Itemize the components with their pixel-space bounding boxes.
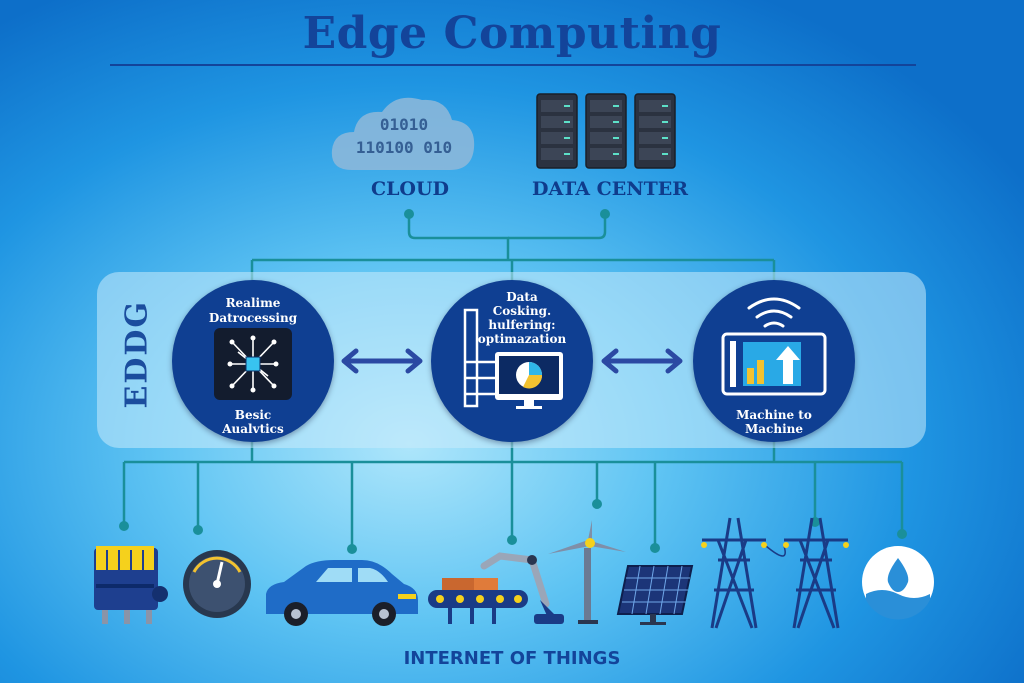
power-tower-icon: [784, 517, 848, 629]
wind-turbine-icon: [548, 520, 626, 624]
solar-panel-icon: [616, 565, 694, 625]
node1-top-line1: Realime: [225, 296, 281, 310]
diagram-title: Edge Computing: [302, 8, 722, 59]
wifi-dashboard-icon: [721, 297, 827, 396]
water-drop-icon: [862, 546, 934, 620]
cloud-label: CLOUD: [370, 178, 450, 200]
node2-line2: Cosking.: [492, 304, 552, 318]
node1-top-line2: Datrocessing: [208, 311, 298, 325]
gauge-icon: [183, 550, 251, 618]
iot-label: INTERNET OF THINGS: [403, 648, 621, 669]
cloud-binary-line1: 01010: [380, 115, 428, 134]
title-underline: [110, 64, 916, 66]
data-center-label: DATA CENTER: [531, 178, 689, 200]
node2-line4: optimazation: [477, 332, 567, 346]
node3-bottom-line2: Machine: [744, 422, 803, 436]
edge-node-data-optimization: Data Cosking. hulfering: optimazation: [431, 280, 593, 442]
node2-line1: Data: [506, 290, 538, 304]
battery-pack-icon: [94, 546, 168, 624]
power-tower-icon: [702, 517, 766, 629]
node3-bottom-line1: Machine to: [736, 408, 812, 422]
cloud-binary-line2: 110100 010: [356, 138, 452, 157]
node1-bottom-line1: Besic: [234, 408, 272, 422]
node2-line3: hulfering:: [488, 318, 556, 332]
robot-conveyor-icon: [428, 552, 564, 624]
chip-icon: [214, 328, 292, 400]
car-icon: [266, 560, 418, 626]
node1-bottom-line2: Aualvtics: [222, 422, 284, 436]
edge-node-machine-to-machine: Machine to Machine: [693, 280, 855, 442]
edge-node-realtime-processing: Realime Datrocessing Besic Aualvtics: [172, 280, 334, 442]
monitor-server-icon: [463, 308, 563, 409]
